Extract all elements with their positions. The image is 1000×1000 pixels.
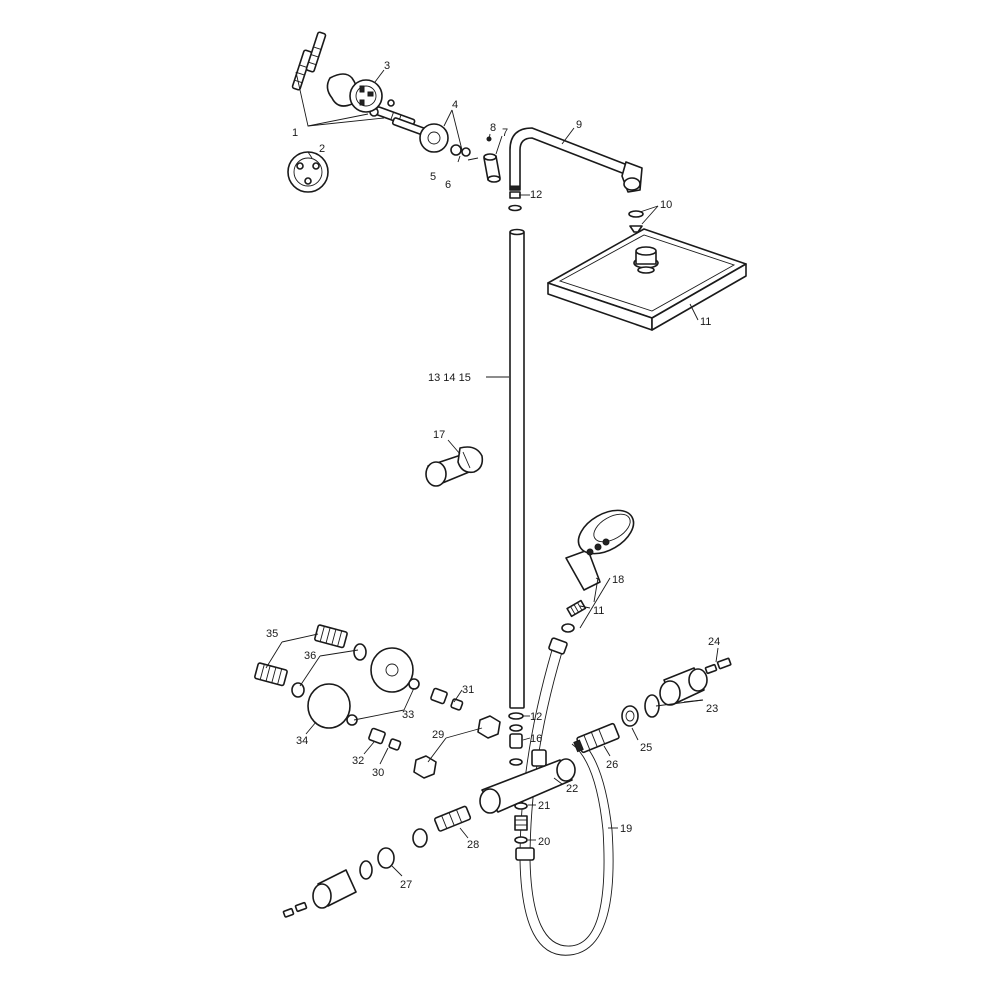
label-part-26: 26 [606,759,618,771]
label-part-18: 18 [612,574,624,586]
part-20-21-rings [514,802,528,844]
label-part-13-14-15: 13 14 15 [428,372,471,384]
part-9-shower-arm [509,127,643,193]
label-part-17: 17 [433,429,445,441]
part-24-screw [704,657,732,675]
part-18-hand-shower [561,509,635,633]
label-part-35: 35 [266,628,278,640]
part-22-thermostat-body [479,749,576,814]
label-part-27: 27 [400,879,412,891]
label-part-7: 7 [502,127,508,139]
label-part-21: 21 [538,800,550,812]
label-part-2: 2 [319,143,325,155]
label-part-29: 29 [432,729,444,741]
part-1-screws [291,31,429,137]
part-17-slider [425,446,484,487]
label-part-6: 6 [445,179,451,191]
label-part-11-hand: 11 [593,605,604,617]
label-part-12-top: 12 [530,189,542,201]
part-25-nut [621,705,639,727]
label-part-9: 9 [576,119,582,131]
part-3-wall-plate [326,73,395,113]
label-part-31: 31 [462,684,474,696]
label-part-33: 33 [402,709,414,721]
part-7-arm-connector [483,136,501,183]
label-part-20: 20 [538,836,550,848]
part-35-36-inlet-unions [254,624,367,698]
part-13-riser-pipe [509,228,525,709]
part-33-34-escutcheons [307,647,420,729]
label-part-16: 16 [530,733,542,745]
label-part-22: 22 [566,783,578,795]
part-12-coupling-top [508,185,522,212]
label-part-5: 5 [430,171,436,183]
part-4-escutcheon [419,123,471,157]
label-part-23: 23 [706,703,718,715]
part-28-cartridge [412,805,472,848]
label-part-32: 32 [352,755,364,767]
part-23-handle [644,667,708,718]
label-part-1: 1 [292,127,298,139]
label-part-34: 34 [296,735,308,747]
part-29-nuts [413,715,501,779]
label-part-28: 28 [467,839,479,851]
part-11-overhead-shower [547,228,747,331]
callout-labels: 1 2 3 4 5 6 7 8 9 10 11 11 12 12 13 14 1… [266,60,720,891]
part-2-mount-plate [287,151,329,193]
label-part-10: 10 [660,199,672,211]
part-10-screw [628,210,644,233]
label-part-19: 19 [620,823,632,835]
label-part-4: 4 [452,99,458,111]
part-12-16-lower-fittings [508,712,524,766]
label-part-24: 24 [708,636,720,648]
label-part-3: 3 [384,60,390,72]
leader-lines [265,69,719,877]
label-part-36: 36 [304,650,316,662]
label-part-8: 8 [490,122,496,134]
part-26-cartridge [573,722,620,754]
label-part-25: 25 [640,742,652,754]
label-part-11-overhead: 11 [700,316,711,328]
label-part-30: 30 [372,767,384,779]
label-part-12-bottom: 12 [530,711,542,723]
part-27-handle [282,847,395,918]
part-30-32-adapters [368,687,464,751]
